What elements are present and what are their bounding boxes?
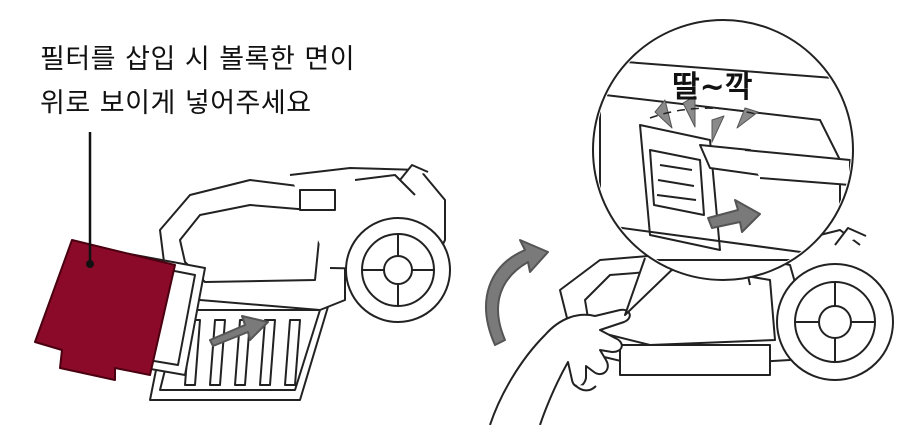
click-dashed-arc <box>649 107 761 119</box>
wheel-left <box>345 217 451 323</box>
leader-dot <box>86 260 94 268</box>
instruction-line-2: 위로 보이게 넣어주세요 <box>40 88 312 119</box>
hand <box>489 308 631 425</box>
detail-magnifier <box>592 19 854 316</box>
wheel-right <box>776 263 894 381</box>
vacuum-body-left <box>159 164 446 311</box>
push-arrow-icon <box>707 199 761 233</box>
instruction-text: 필터를 삽입 시 볼록한 면이 위로 보이게 넣어주세요 <box>40 38 355 126</box>
rotate-arrow-icon <box>485 239 549 346</box>
instruction-line-1: 필터를 삽입 시 볼록한 면이 <box>40 44 356 75</box>
insert-arrow-icon <box>209 315 269 347</box>
red-filter <box>34 239 176 381</box>
click-sound-label: 딸~깍 <box>672 70 753 105</box>
